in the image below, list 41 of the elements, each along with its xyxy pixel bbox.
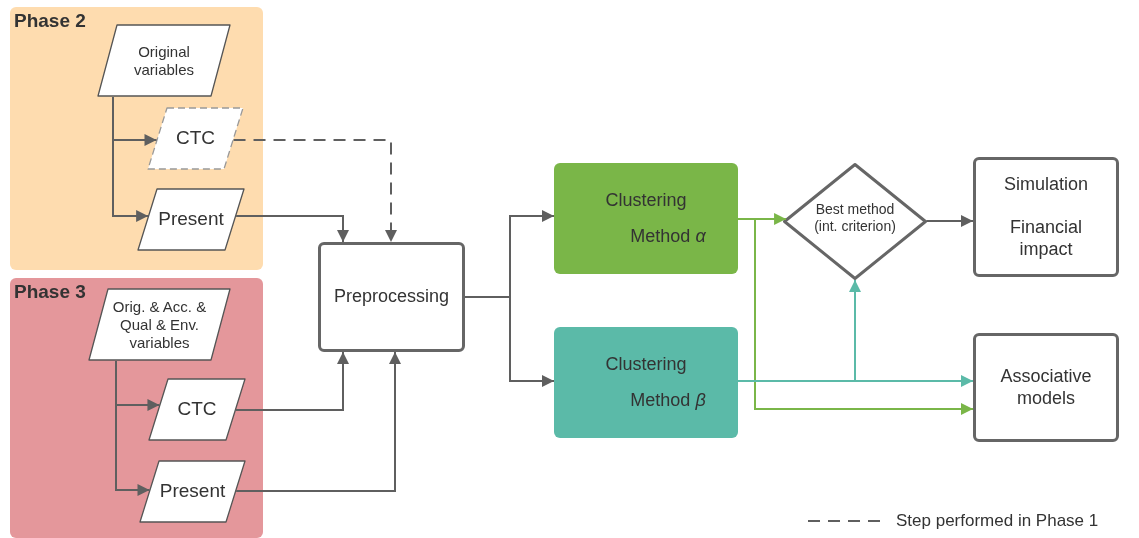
- phase-panel: [10, 278, 263, 538]
- phase-panel: [10, 7, 263, 270]
- node-label: CTC: [175, 127, 216, 150]
- node-label: Clustering: [605, 353, 687, 376]
- legend-label: Step performed in Phase 1: [896, 511, 1099, 531]
- panel-title: Phase 2: [14, 10, 86, 32]
- node-label: Method β: [630, 389, 706, 412]
- data-parallelogram: [148, 378, 246, 441]
- data-parallelogram: [139, 460, 246, 523]
- node-label: Method α: [630, 225, 706, 248]
- node-label: Associative models: [999, 365, 1093, 410]
- node-label: Preprocessing: [333, 286, 450, 308]
- decision-diamond: [783, 163, 927, 280]
- node-label: Simulation: [1003, 173, 1088, 196]
- method-box: [554, 327, 738, 438]
- node-label: Financial impact: [1008, 217, 1083, 261]
- node-label: Original variables: [133, 42, 195, 79]
- arrow: [235, 215, 349, 243]
- node-label: CTC: [177, 398, 217, 421]
- node-label: Present: [159, 480, 226, 503]
- data-parallelogram: [147, 107, 244, 170]
- node-label: Present: [158, 208, 224, 231]
- node-label: Orig. & Acc. & Qual & Env. variables: [112, 297, 207, 352]
- node-label: Clustering: [605, 189, 687, 212]
- method-box: [554, 163, 738, 274]
- arrow: [235, 351, 401, 492]
- process-box: [318, 242, 465, 352]
- arrow: [234, 351, 349, 411]
- arrow: [925, 215, 974, 227]
- arrow: [464, 296, 555, 387]
- data-parallelogram: [97, 24, 231, 97]
- arrow: [112, 96, 150, 222]
- process-box: [973, 333, 1119, 442]
- panel-title: Phase 3: [14, 281, 86, 303]
- arrow: [115, 360, 151, 496]
- process-box: [973, 157, 1119, 277]
- arrow: [737, 375, 974, 387]
- data-parallelogram: [137, 188, 245, 251]
- node-label: Best method (int. criterion): [813, 200, 897, 235]
- data-parallelogram: [88, 288, 231, 361]
- arrow: [232, 139, 397, 243]
